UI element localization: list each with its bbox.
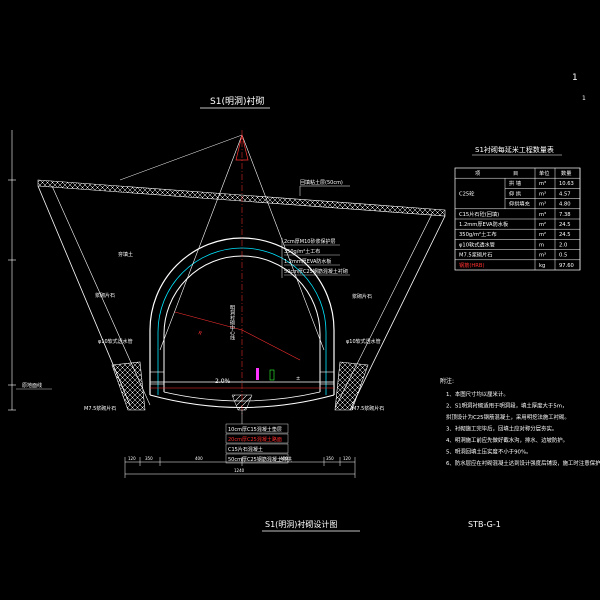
- radius-label: R: [197, 330, 203, 337]
- road-label: C15片石混凝土: [228, 446, 263, 453]
- table-cell-value: 2.0: [559, 242, 567, 248]
- table-cell-value: 7.38: [559, 212, 571, 218]
- right-label-foot: M7.5浆砌片石: [352, 405, 384, 412]
- radial-line-right: [241, 134, 325, 351]
- table-cell-item: φ10软式透水管: [459, 240, 495, 248]
- radius-line-right: [241, 329, 301, 361]
- right-side-ditch: [319, 371, 335, 385]
- table-cell-sub: 仰 拱: [509, 189, 521, 197]
- note-item: 3、衬砌施工完毕后，回填土应对称分层夯实。: [446, 425, 557, 433]
- note-item: 6、防水层应在衬砌混凝土达到设计强度后铺设，施工时注意保护。: [446, 459, 600, 467]
- table-cell-item: 1.2mm厚EVA防水板: [459, 220, 509, 228]
- dim-value: 120: [343, 456, 351, 461]
- radial-line: [119, 134, 243, 181]
- table-cell-value: 24.5: [559, 222, 571, 228]
- table-cell-unit: m³: [539, 181, 546, 187]
- table-cell-unit: m²: [539, 232, 546, 238]
- layer-label: 350g/m²土工布: [284, 248, 320, 255]
- table-cell-sub: 仰拱填充: [509, 200, 530, 208]
- table-cell-unit: m²: [539, 222, 546, 228]
- table-cell-value: 4.80: [559, 202, 571, 208]
- left-label-drainpipe: φ10软式透水管: [98, 338, 133, 345]
- table-cell-unit: m³: [539, 253, 546, 259]
- table-cell-value: 24.5: [559, 232, 571, 238]
- dim-value: 400: [280, 456, 288, 461]
- radius-line-left: [174, 311, 243, 331]
- table-cell-unit: m³: [539, 212, 546, 218]
- table-cell-unit: kg: [539, 263, 545, 269]
- table-cell-unit: m³: [539, 202, 546, 208]
- backfill-label: 回填粘土层(50cm): [300, 179, 343, 186]
- dim-value: 350: [326, 456, 334, 461]
- note-item: 1、本图尺寸均以厘米计。: [446, 390, 509, 398]
- right-label-drainpipe: φ10软式透水管: [346, 338, 381, 345]
- notes-list: 1、本图尺寸均以厘米计。 2、S1明洞衬砌适用于明洞段，填土厚度大于5m， 拱顶设…: [446, 390, 600, 467]
- table-cell-item: C25砼: [459, 190, 475, 198]
- table-header-cell: 目: [513, 170, 518, 177]
- dim-value: 350: [145, 456, 153, 461]
- lining-outer-arch: [149, 237, 335, 395]
- road-slope: 2.0%: [215, 378, 231, 385]
- table-cell-unit: m: [539, 242, 544, 248]
- note-item: 2、S1明洞衬砌适用于明洞段，填土厚度大于5m，: [446, 402, 567, 410]
- left-label-foot: M7.5浆砌片石: [84, 405, 116, 412]
- dim-value: 120: [128, 456, 136, 461]
- layer-label: 1.2mm厚EVA防水板: [284, 258, 331, 265]
- left-label-masonry: 浆砌片石: [95, 292, 115, 299]
- left-side-ditch: [149, 371, 165, 385]
- road-callout-box: [225, 423, 289, 434]
- table-cell-item: M7.5浆砌片石: [459, 251, 492, 259]
- road-callout-box: [225, 433, 289, 444]
- drawing-number: STB-G-1: [468, 520, 501, 529]
- note-item: 拱顶设计为C25钢筋混凝土，采用明挖法施工衬砌。: [446, 413, 570, 421]
- table-header-cell: 项: [475, 170, 480, 177]
- table-header-cell: 数量: [561, 169, 571, 177]
- right-label-masonry: 浆砌片石: [352, 293, 372, 300]
- road-label: 50cm厚C25钢筋混凝土仰拱: [228, 456, 292, 463]
- dim-value: 400: [195, 456, 203, 461]
- layer-label: 2cm厚M10砂浆保护层: [284, 238, 335, 245]
- note-item: 4、明洞施工前应先做好截水沟，排水、边坡防护。: [446, 436, 568, 444]
- road-label: 10cm厚C15混凝土垫层: [228, 426, 282, 433]
- layer-label: 50cm厚C25钢筋混凝土衬砌: [284, 268, 348, 275]
- elevation-marker-green: [269, 369, 275, 381]
- right-masonry-block: [334, 361, 369, 411]
- page-corner-number: 1: [572, 73, 578, 83]
- table-cell-value: 10.63: [559, 181, 574, 187]
- road-callout-box: [225, 453, 289, 464]
- radial-line-left: [159, 134, 243, 351]
- left-masonry-block: [111, 361, 146, 411]
- table-header-cell: 单位: [539, 169, 549, 177]
- main-title: S1(明洞)衬砌设计图: [265, 519, 337, 529]
- table-cell-unit: m³: [539, 191, 546, 197]
- road-label: 20cm厚C25混凝土路面: [228, 436, 282, 443]
- backfill-clay-layer: [37, 179, 446, 217]
- soil-label: 夯填土: [118, 251, 133, 258]
- table-cell-value: 0.5: [559, 253, 567, 259]
- right-excavation-slope: [349, 215, 446, 411]
- road-callout-box: [225, 443, 289, 454]
- dim-total: 1240: [234, 468, 245, 473]
- dimension-ticks: [124, 457, 356, 478]
- page-corner-sub: 1: [582, 95, 586, 102]
- ground-line-label: 原地面线: [22, 382, 42, 389]
- layer-callouts: 2cm厚M10砂浆保护层 350g/m²土工布 1.2mm厚EVA防水板 50c…: [284, 238, 350, 276]
- table-title: S1衬砌每延米工程数量表: [475, 145, 554, 154]
- center-vertical-note: 明洞衬砌中心线: [229, 305, 235, 340]
- notes-heading: 附注:: [440, 377, 454, 385]
- elevation-note: ±: [296, 376, 300, 382]
- table-cell-item: 350g/m²土工布: [459, 230, 497, 238]
- note-item: 5、明洞回填土压实度不小于90%。: [446, 448, 532, 456]
- section-title: S1(明洞)衬砌: [210, 95, 264, 107]
- table-cell-sub: 拱 墙: [509, 179, 521, 187]
- road-layer-callouts: 10cm厚C15混凝土垫层 20cm厚C25混凝土路面 C15片石混凝土 50c…: [225, 423, 292, 464]
- table-cell-value: 97.60: [559, 263, 574, 269]
- elevation-marker-magenta: [256, 368, 259, 380]
- table-cell-value: 4.57: [559, 191, 571, 197]
- table-cell-item: 钢筋(HRB): [459, 261, 485, 269]
- quantity-table: 项 目 单位 数量 C25砼 拱 墙 m³ 10.63 仰 拱 m³ 4.57 仰拱填充 m³ 4.80C…: [454, 167, 581, 271]
- table-cell-item: C15片石砼(回填): [459, 210, 499, 218]
